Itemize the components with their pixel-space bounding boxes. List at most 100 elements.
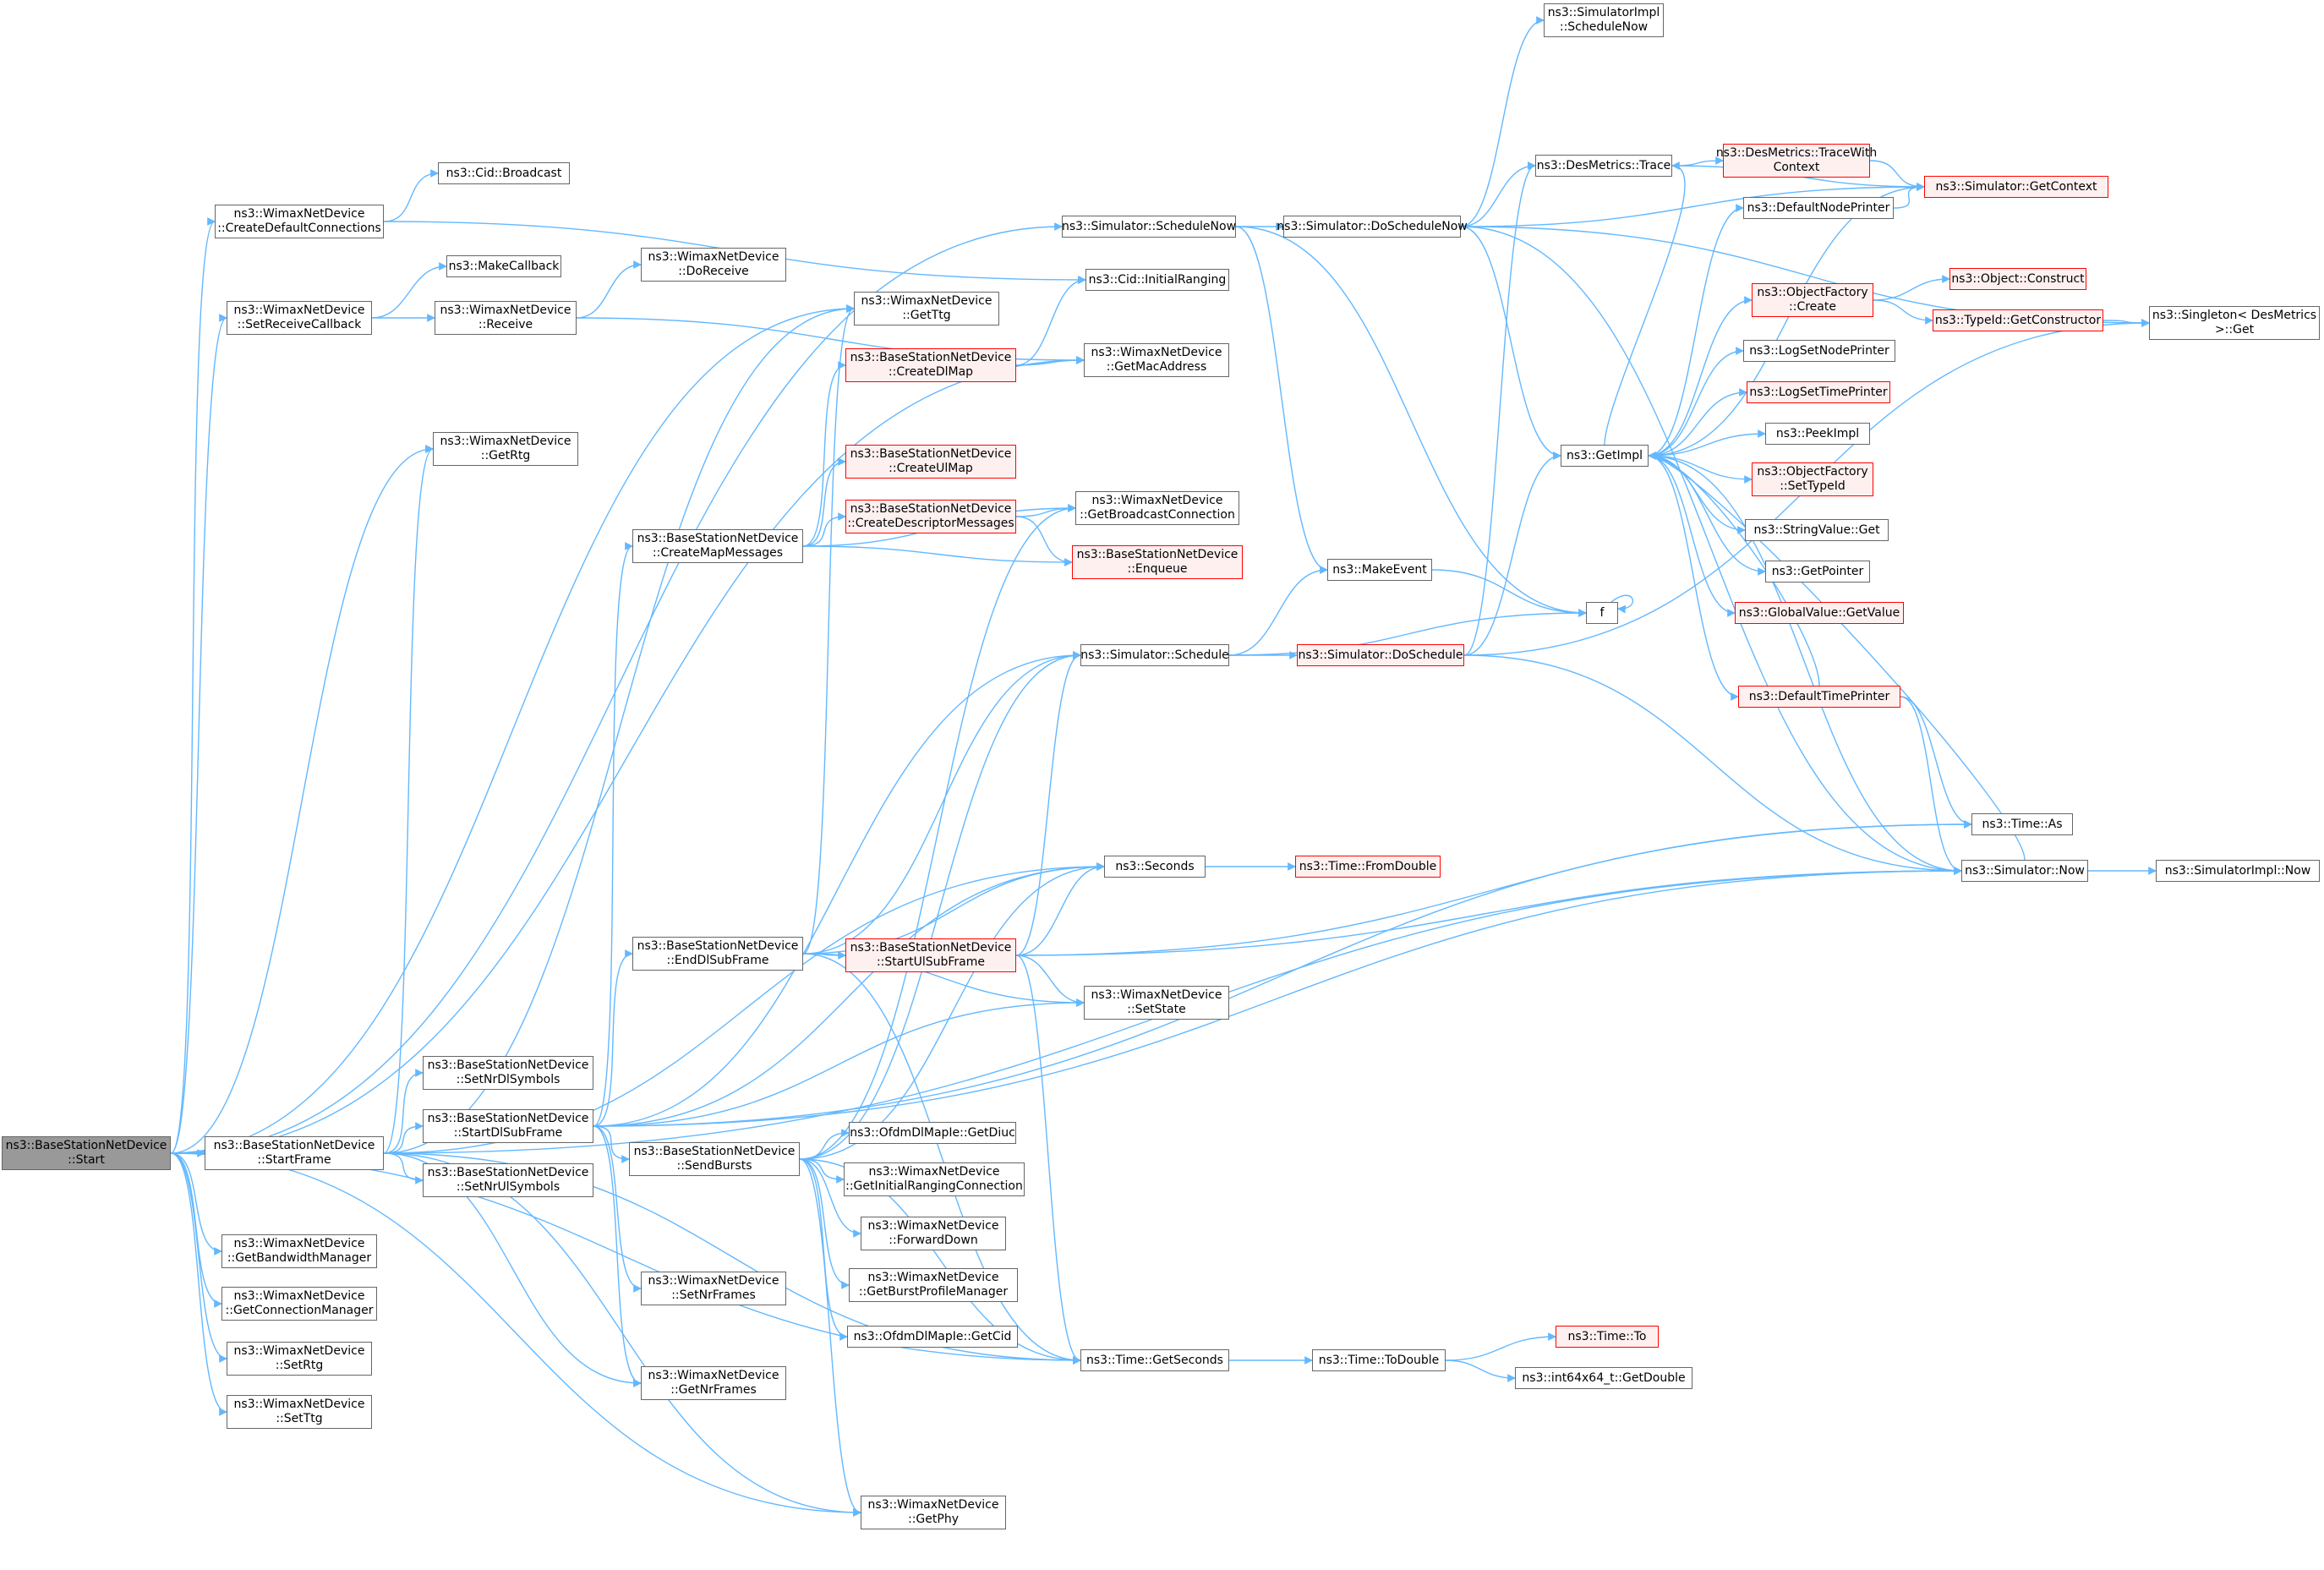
node-getbcastconn[interactable]: ns3::WimaxNetDevice::GetBroadcastConnect… [1075,491,1239,525]
node-createdlmap[interactable]: ns3::BaseStationNetDevice::CreateDlMap [845,348,1016,382]
node-label-line: ns3::WimaxNetDevice [648,1369,779,1382]
node-desmetricstrace[interactable]: ns3::DesMetrics::Trace [1535,155,1672,177]
edge-sendbursts-to-getburstprof [799,1158,850,1289]
node-peekimpl[interactable]: ns3::PeekImpl [1765,423,1870,445]
node-logsetnodeprinter[interactable]: ns3::LogSetNodePrinter [1743,340,1895,362]
edge-createmapmsgs-to-createulmap [802,457,846,547]
node-deftimeprinter[interactable]: ns3::DefaultTimePrinter [1738,686,1900,708]
node-label-line: f [1599,605,1605,620]
node-f[interactable]: f [1586,602,1618,624]
node-setttg[interactable]: ns3::WimaxNetDevice::SetTtg [227,1395,372,1429]
node-getphy[interactable]: ns3::WimaxNetDevice::GetPhy [861,1496,1006,1529]
node-objfactcreate[interactable]: ns3::ObjectFactory::Create [1752,283,1873,317]
node-getpointer[interactable]: ns3::GetPointer [1765,561,1870,583]
node-setnrframes[interactable]: ns3::WimaxNetDevice::SetNrFrames [641,1272,786,1305]
node-label-line: ns3::Cid::InitialRanging [1088,272,1227,287]
node-objconstruct[interactable]: ns3::Object::Construct [1949,268,2086,290]
node-getseconds[interactable]: ns3::Time::GetSeconds [1080,1349,1229,1371]
node-label-line: ::SendBursts [676,1159,752,1173]
node-createdefconn[interactable]: ns3::WimaxNetDevice::CreateDefaultConnec… [215,205,384,238]
node-getcid[interactable]: ns3::OfdmDlMapIe::GetCid [847,1326,1018,1348]
node-stringvalueget[interactable]: ns3::StringValue::Get [1745,519,1889,541]
node-objfactsettypeid[interactable]: ns3::ObjectFactory::SetTypeId [1752,462,1873,496]
node-schedulenow[interactable]: ns3::Simulator::ScheduleNow [1062,216,1236,238]
node-label-line: ns3::WimaxNetDevice [233,1237,365,1250]
node-enddlsubframe[interactable]: ns3::BaseStationNetDevice::EndDlSubFrame [632,937,803,971]
node-setnrulsym[interactable]: ns3::BaseStationNetDevice::SetNrUlSymbol… [423,1163,593,1197]
node-setstate[interactable]: ns3::WimaxNetDevice::SetState [1084,986,1229,1020]
node-startulsubframe[interactable]: ns3::BaseStationNetDevice::StartUlSubFra… [845,938,1016,972]
node-enqueue[interactable]: ns3::BaseStationNetDevice::Enqueue [1072,545,1243,579]
edge-schedulenow-to-makeevent [1235,226,1328,574]
node-simimplschednow[interactable]: ns3::SimulatorImpl::ScheduleNow [1544,3,1664,37]
node-logsettimeprinter[interactable]: ns3::LogSetTimePrinter [1747,381,1890,403]
node-label-line: Context [1773,161,1820,174]
node-schedule[interactable]: ns3::Simulator::Schedule [1080,644,1229,666]
node-getttg[interactable]: ns3::WimaxNetDevice::GetTtg [854,292,999,325]
node-createulmap[interactable]: ns3::BaseStationNetDevice::CreateUlMap [845,445,1016,479]
node-cidbroadcast[interactable]: ns3::Cid::Broadcast [438,162,570,184]
node-label-line: ns3::GlobalValue::GetValue [1738,605,1900,620]
node-getrtg[interactable]: ns3::WimaxNetDevice::GetRtg [433,432,578,466]
node-getconnm[interactable]: ns3::WimaxNetDevice::GetConnectionManage… [221,1287,377,1321]
node-createmapmsgs[interactable]: ns3::BaseStationNetDevice::CreateMapMess… [632,529,803,563]
node-label-line: ::ForwardDown [889,1234,978,1247]
node-doschedulenow[interactable]: ns3::Simulator::DoScheduleNow [1277,216,1468,238]
edge-startframe-to-startdlsubframe [383,1122,424,1154]
node-fromdouble[interactable]: ns3::Time::FromDouble [1295,856,1441,878]
edge-createdlmap-to-getmacaddr [1015,356,1085,366]
node-label-line: ns3::BaseStationNetDevice [633,1145,796,1158]
node-simimplnow[interactable]: ns3::SimulatorImpl::Now [2156,860,2320,882]
edge-getimpl-to-simnow [1648,455,1962,875]
node-setrtg[interactable]: ns3::WimaxNetDevice::SetRtg [227,1342,372,1376]
node-label-line: ::GetNrFrames [670,1383,757,1397]
node-label-line: ns3::PeekImpl [1775,426,1860,440]
node-getnrframes[interactable]: ns3::WimaxNetDevice::GetNrFrames [641,1366,786,1400]
node-getimpl[interactable]: ns3::GetImpl [1561,445,1649,467]
node-defnodeprinter[interactable]: ns3::DefaultNodePrinter [1743,197,1894,219]
node-label-line: ::CreateDefaultConnections [217,222,381,235]
node-getburstprof[interactable]: ns3::WimaxNetDevice::GetBurstProfileMana… [849,1268,1018,1302]
node-todouble[interactable]: ns3::Time::ToDouble [1312,1349,1446,1371]
edge-start-to-createdefconn [170,217,216,1154]
node-sendbursts[interactable]: ns3::BaseStationNetDevice::SendBursts [629,1142,800,1176]
edge-start-to-setrtg [170,1152,227,1363]
node-globalvaluegetvalue[interactable]: ns3::GlobalValue::GetValue [1735,602,1904,624]
node-getmacaddr[interactable]: ns3::WimaxNetDevice::GetMacAddress [1084,343,1229,377]
node-getinitrangconn[interactable]: ns3::WimaxNetDevice::GetInitialRangingCo… [844,1162,1025,1196]
node-label-line: ns3::DefaultTimePrinter [1748,689,1890,703]
edge-simnow-to-getimpl [1648,451,2026,861]
edge-f-to-f [1610,594,1634,614]
node-singletonget[interactable]: ns3::Singleton< DesMetrics>::Get [2149,306,2320,340]
edge-createmapmsgs-to-createdescmsgs [802,512,846,547]
node-getbwm[interactable]: ns3::WimaxNetDevice::GetBandwidthManager [221,1234,377,1268]
node-makeevent[interactable]: ns3::MakeEvent [1327,559,1432,581]
node-timeto[interactable]: ns3::Time::To [1556,1326,1659,1348]
node-label-line: ::Create [1789,300,1836,314]
edge-createdlmap-to-cidinitranging [1015,276,1086,366]
node-simnow[interactable]: ns3::Simulator::Now [1961,860,2088,882]
node-doreceive[interactable]: ns3::WimaxNetDevice::DoReceive [641,248,786,282]
edge-todouble-to-timeto [1445,1332,1556,1361]
node-seconds[interactable]: ns3::Seconds [1104,856,1206,878]
edge-startulsubframe-to-seconds [1015,862,1105,956]
node-int64getdouble[interactable]: ns3::int64x64_t::GetDouble [1515,1367,1692,1389]
node-receive[interactable]: ns3::WimaxNetDevice::Receive [435,301,577,335]
node-typeidgetconstructor[interactable]: ns3::TypeId::GetConstructor [1933,309,2103,331]
node-getdiuc[interactable]: ns3::OfdmDlMapIe::GetDiuc [849,1122,1016,1144]
node-cidinitranging[interactable]: ns3::Cid::InitialRanging [1085,269,1229,291]
node-startframe[interactable]: ns3::BaseStationNetDevice::StartFrame [205,1136,384,1170]
node-setnrdlsym[interactable]: ns3::BaseStationNetDevice::SetNrDlSymbol… [423,1056,593,1090]
node-createdescmsgs[interactable]: ns3::BaseStationNetDevice::CreateDescrip… [845,500,1016,533]
node-setrecvcb[interactable]: ns3::WimaxNetDevice::SetReceiveCallback [227,301,372,335]
node-doschedule[interactable]: ns3::Simulator::DoSchedule [1297,644,1464,666]
node-makecallback[interactable]: ns3::MakeCallback [446,255,561,277]
node-timeas[interactable]: ns3::Time::As [1971,813,2073,835]
edge-enddlsubframe-to-schedule [802,651,1081,955]
node-startdlsubframe[interactable]: ns3::BaseStationNetDevice::StartDlSubFra… [423,1109,593,1143]
node-simgetcontext[interactable]: ns3::Simulator::GetContext [1924,176,2108,198]
node-label-line: ns3::Simulator::GetContext [1935,179,2097,194]
node-forwarddown[interactable]: ns3::WimaxNetDevice::ForwardDown [861,1217,1006,1250]
node-label-line: ns3::WimaxNetDevice [233,1344,365,1358]
